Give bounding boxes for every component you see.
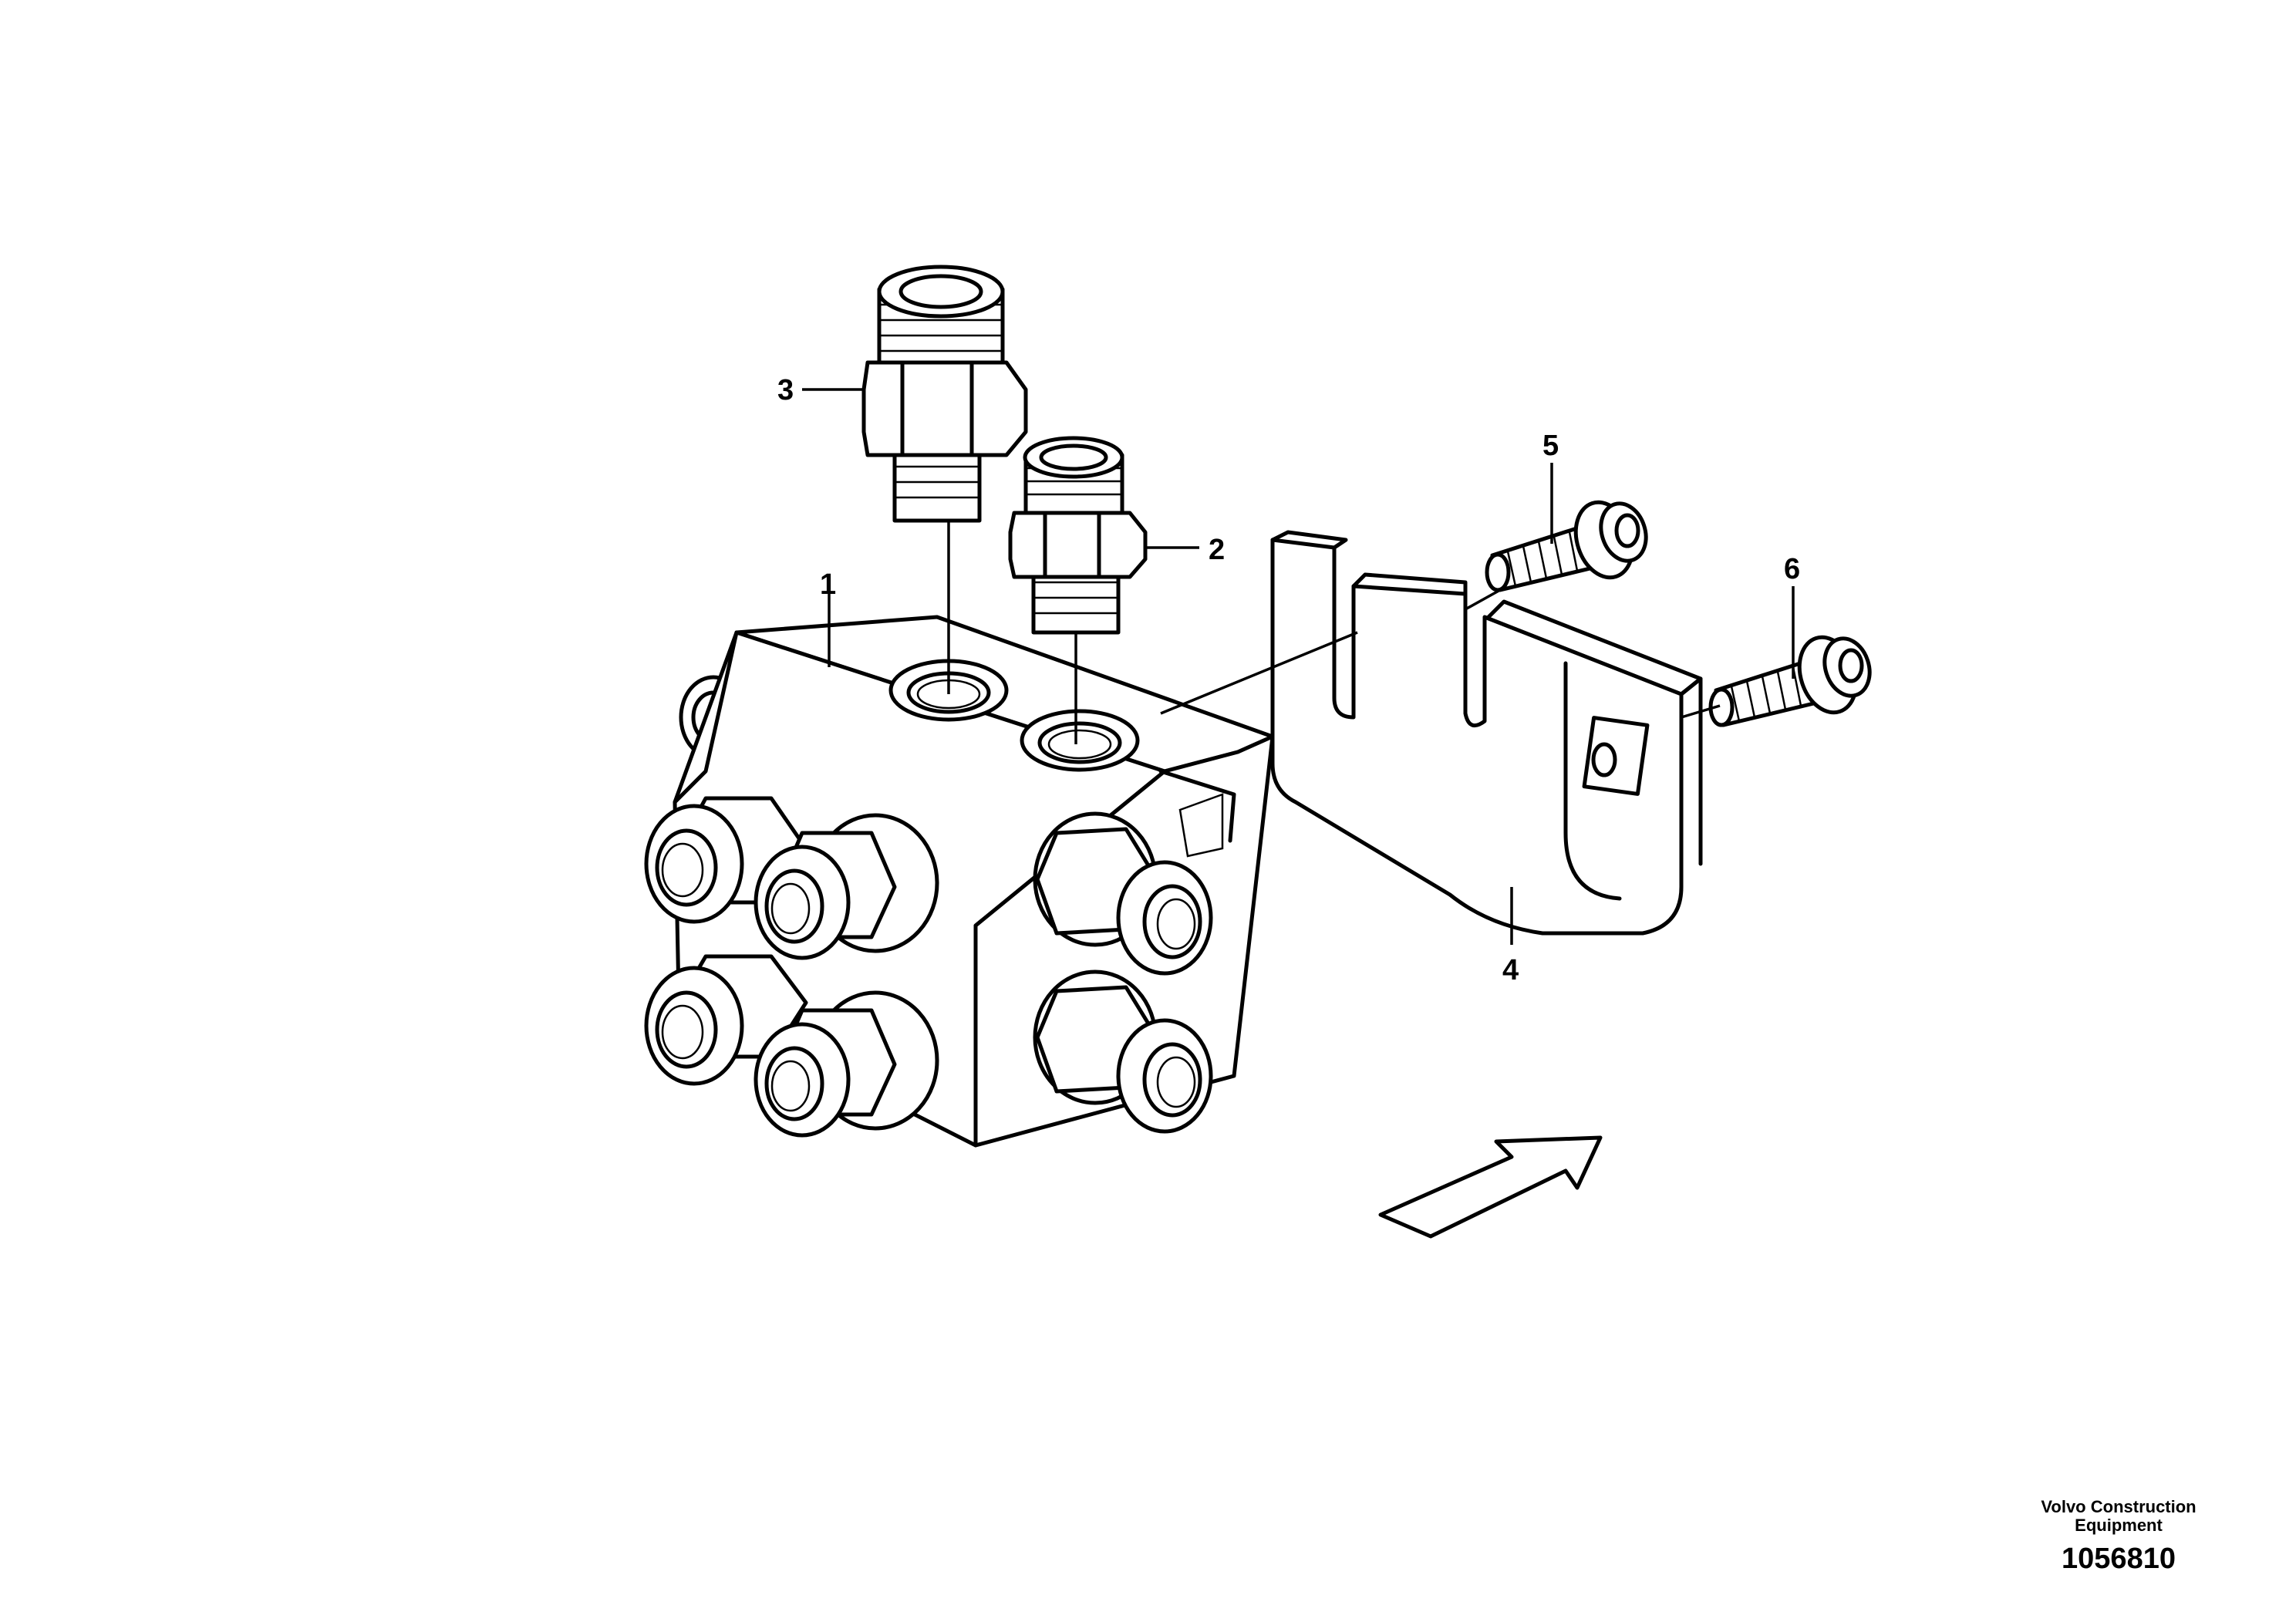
valve-block xyxy=(644,615,1275,1148)
leader-lines xyxy=(802,388,1795,945)
side-fitting-5 xyxy=(1033,811,1213,976)
large-adapter xyxy=(861,265,1028,523)
assembly-lines xyxy=(947,521,1721,744)
direction-arrow xyxy=(1378,1135,1603,1239)
brand-line-2: Equipment xyxy=(2075,1516,2163,1535)
callout-4: 4 xyxy=(1502,954,1519,986)
callout-5: 5 xyxy=(1542,430,1559,462)
bolt-5 xyxy=(1485,500,1648,592)
side-fitting-4 xyxy=(754,990,939,1138)
small-adapter xyxy=(1008,436,1148,635)
brand-line-1: Volvo Construction xyxy=(2041,1497,2197,1516)
callout-1: 1 xyxy=(820,568,836,601)
callout-3: 3 xyxy=(777,374,794,406)
bracket xyxy=(1270,530,1703,936)
drawing-footer: Volvo Construction Equipment 1056810 xyxy=(2003,1498,2234,1576)
callout-6: 6 xyxy=(1784,553,1800,585)
side-fitting-2 xyxy=(754,813,939,960)
drawing-number: 1056810 xyxy=(2062,1543,2176,1575)
side-fitting-3 xyxy=(644,954,808,1086)
side-fitting-6 xyxy=(1033,969,1213,1134)
callout-2: 2 xyxy=(1209,534,1225,566)
top-port-b xyxy=(1020,709,1140,772)
